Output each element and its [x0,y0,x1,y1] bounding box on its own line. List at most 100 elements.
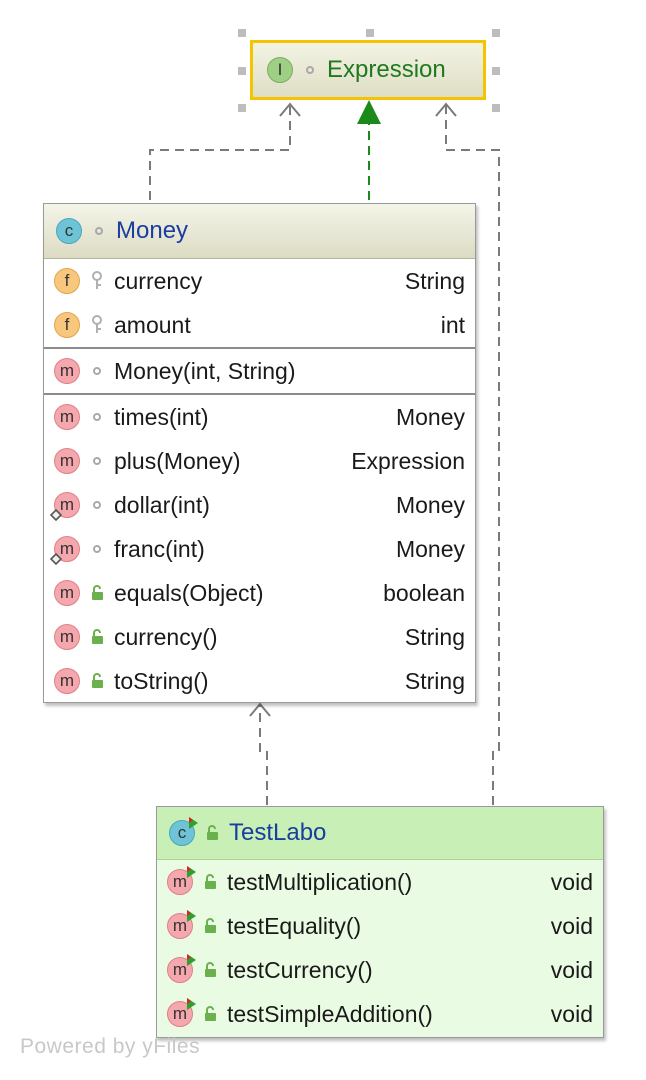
field-type: int [440,311,465,338]
method-type: void [550,868,593,895]
class-kind-letter: c [64,221,74,240]
method-icon: m [167,866,196,895]
method-name: testMultiplication() [227,868,413,895]
method-name: toString() [114,667,209,694]
edge-testlabo-money [259,704,268,805]
field-name: amount [114,311,191,338]
public-lock-icon [86,582,108,604]
method-icon: m [54,624,80,650]
method-name: equals(Object) [114,579,264,606]
field-type: String [404,267,465,294]
method-name: testEquality() [227,912,362,939]
edge-money-expression [149,104,291,200]
public-lock-icon [199,1003,221,1025]
money-class-node[interactable]: c Money f currency String f amount int m [43,203,476,703]
test-run-icon [187,910,196,922]
test-run-icon [189,817,198,829]
method-type: Expression [351,447,465,474]
public-lock-icon [86,626,108,648]
method-row[interactable]: m equals(Object) boolean [44,571,475,615]
test-run-icon [187,954,196,966]
public-lock-icon [199,871,221,893]
public-lock-icon [199,959,221,981]
method-icon: m [54,358,80,384]
method-row[interactable]: m testCurrency() void [157,948,603,992]
method-icon: m [54,404,80,430]
arrow-head-green [357,100,381,124]
package-visibility-icon [86,538,108,560]
yfiles-watermark: Powered by yFiles [20,1035,201,1058]
selection-handle[interactable] [492,67,500,75]
method-row[interactable]: m testMultiplication() void [157,860,603,904]
selection-handle[interactable] [238,29,246,37]
method-row[interactable]: m plus(Money) Expression [44,439,475,483]
constructor-name: Money(int, String) [114,357,296,384]
test-run-icon [187,998,196,1010]
field-row[interactable]: f currency String [44,259,475,303]
selection-handle[interactable] [366,29,374,37]
final-lock-icon [86,270,108,292]
method-icon: m [167,998,196,1027]
method-type: Money [395,491,465,518]
method-row[interactable]: m testEquality() void [157,904,603,948]
method-row[interactable]: m toString() String [44,659,475,703]
method-name: currency() [114,623,218,650]
money-methods: m times(int) Money m plus(Money) Express… [44,395,475,703]
testlabo-methods: m testMultiplication() void m testEquali… [157,860,603,1036]
method-row[interactable]: m currency() String [44,615,475,659]
selection-handle[interactable] [492,29,500,37]
test-run-icon [187,866,196,878]
method-type: boolean [383,579,465,606]
method-type: Money [395,535,465,562]
testlabo-header: c TestLabo [157,807,603,860]
money-fields: f currency String f amount int [44,259,475,347]
method-type: void [550,1000,593,1027]
method-type: Money [395,403,465,430]
constructor-row[interactable]: m Money(int, String) [44,349,475,393]
method-type: void [550,956,593,983]
final-lock-icon [86,314,108,336]
field-row[interactable]: f amount int [44,303,475,347]
class-kind-letter: c [177,823,187,842]
package-visibility-icon [86,450,108,472]
method-name: plus(Money) [114,447,241,474]
expression-interface-node[interactable]: I Expression [250,40,486,100]
money-header: c Money [44,204,475,259]
money-constructors: m Money(int, String) [44,349,475,393]
method-icon: m [54,580,80,606]
method-name: franc(int) [114,535,205,562]
method-row[interactable]: m dollar(int) Money [44,483,475,527]
expression-header: I Expression [253,43,483,97]
method-type: String [404,623,465,650]
method-name: testSimpleAddition() [227,1000,433,1027]
class-icon: c [169,817,198,846]
interface-icon: I [267,57,293,83]
package-visibility-icon [299,59,321,81]
method-type: void [550,912,593,939]
field-icon: f [54,312,80,338]
expression-title: Expression [327,56,446,83]
method-row[interactable]: m franc(int) Money [44,527,475,571]
method-row[interactable]: m times(int) Money [44,395,475,439]
selection-handle[interactable] [238,67,246,75]
testlabo-class-node[interactable]: c TestLabo m testMultiplication() void m [156,806,604,1038]
package-visibility-icon [86,360,108,382]
interface-kind-letter: I [277,60,283,79]
method-icon: m [50,536,80,565]
money-title: Money [116,217,189,244]
class-icon: c [56,218,82,244]
package-visibility-icon [86,494,108,516]
field-icon: f [54,268,80,294]
package-visibility-icon [88,220,110,242]
section-divider [44,347,475,349]
public-lock-icon [201,822,223,844]
field-name: currency [114,267,203,294]
method-icon: m [167,910,196,939]
selection-handle[interactable] [492,104,500,112]
method-type: String [404,667,465,694]
testlabo-title: TestLabo [229,819,327,846]
arrow-head-testlabo-money [249,702,271,717]
method-row[interactable]: m testSimpleAddition() void [157,992,603,1036]
selection-handle[interactable] [238,104,246,112]
